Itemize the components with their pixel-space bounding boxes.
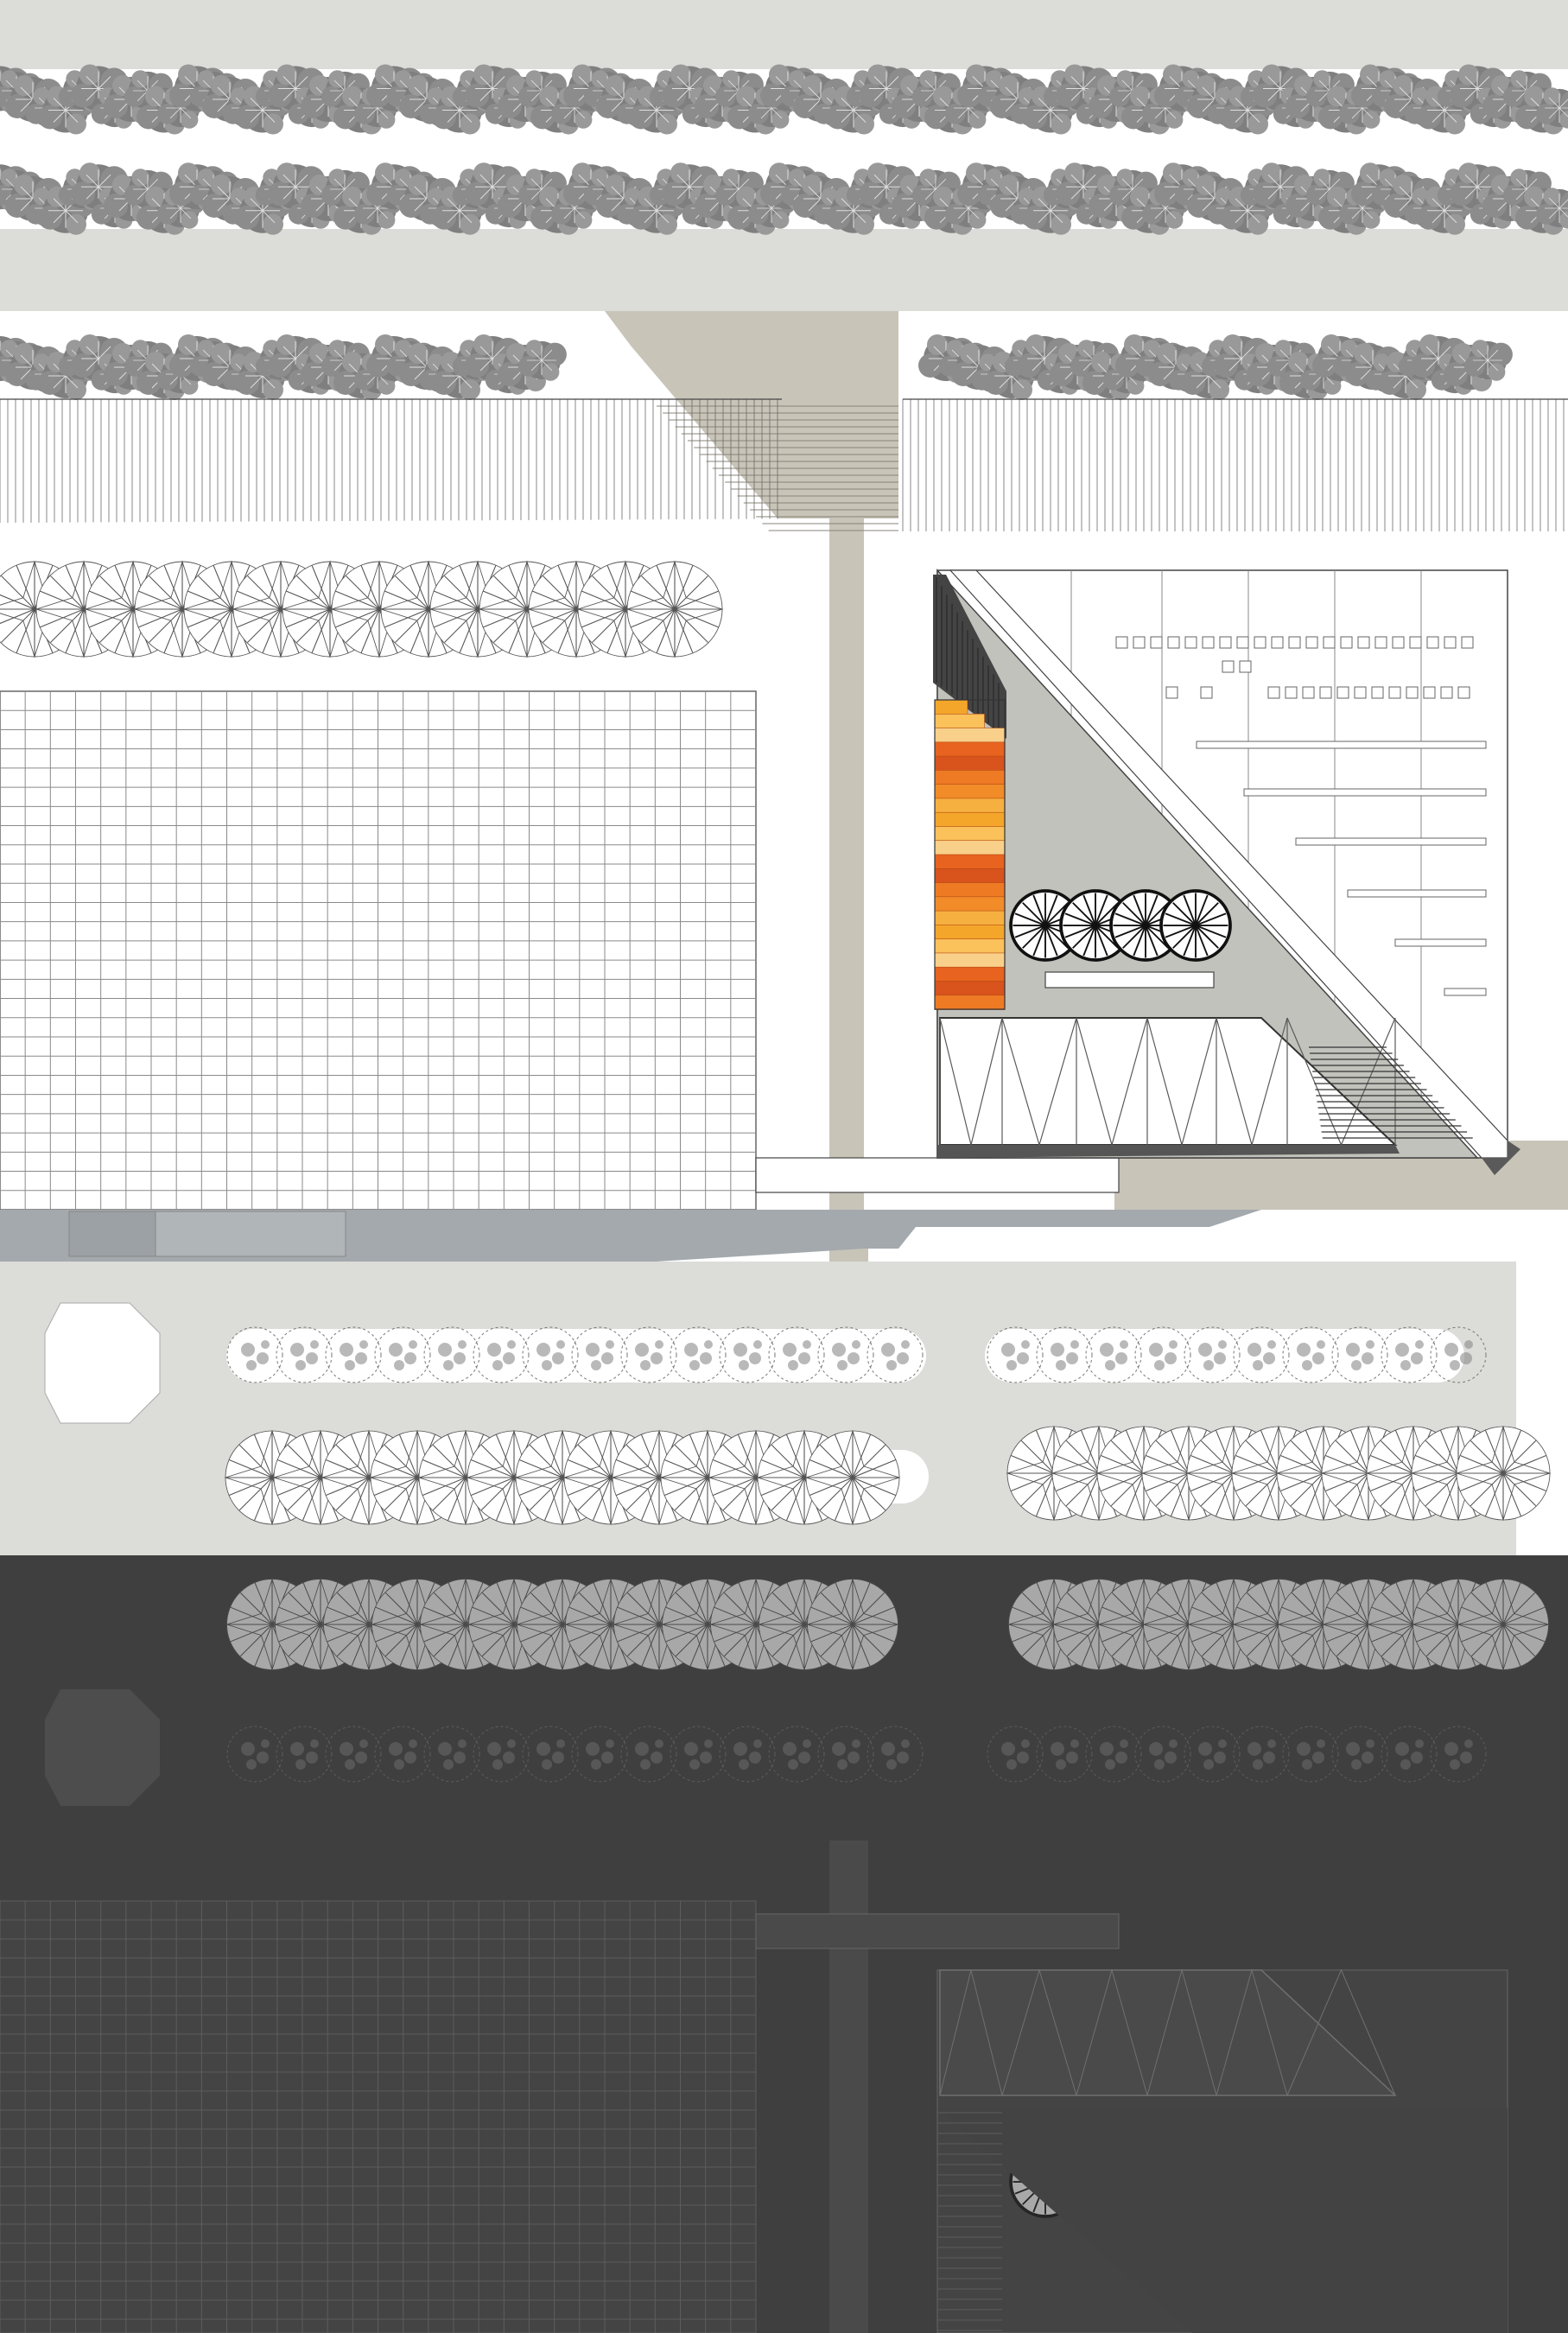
- stripe: [934, 938, 1006, 954]
- window-strip: [1243, 788, 1487, 797]
- window: [1167, 636, 1180, 649]
- window: [1444, 636, 1457, 649]
- fence-left: [0, 398, 782, 523]
- stripe: [934, 741, 1006, 757]
- stripe: [934, 910, 1006, 926]
- window: [1150, 636, 1163, 649]
- window: [1285, 686, 1298, 699]
- round-tree-icon: [1159, 889, 1232, 962]
- stripe: [934, 770, 1006, 785]
- shadow-box-1: [68, 1211, 156, 1257]
- fence-right: [902, 398, 1568, 531]
- stripe: [934, 811, 1006, 828]
- window: [1271, 636, 1284, 649]
- window-strip: [1347, 889, 1487, 898]
- stripe: [934, 826, 1006, 842]
- window: [1423, 686, 1436, 699]
- reflection-content: [0, 1578, 1550, 2333]
- stripe: [934, 995, 1006, 1010]
- stripe: [934, 896, 1006, 912]
- window-strip: [1196, 741, 1487, 749]
- stripe: [934, 925, 1006, 940]
- window: [1202, 636, 1215, 649]
- window-strip: [1394, 938, 1487, 947]
- window: [1219, 636, 1232, 649]
- window: [1388, 686, 1401, 699]
- tree-canopy-icon: [806, 1578, 899, 1671]
- stripe: [934, 728, 1006, 743]
- star-tree-row-top: [0, 561, 723, 658]
- window: [1254, 636, 1266, 649]
- stripe: [934, 868, 1006, 884]
- stripe: [934, 713, 985, 729]
- window: [1374, 636, 1387, 649]
- pavement-slab: [755, 1157, 1120, 1193]
- window: [1288, 636, 1301, 649]
- stripe: [934, 699, 968, 715]
- window: [1165, 686, 1178, 699]
- window: [1409, 636, 1422, 649]
- stripe: [934, 784, 1006, 799]
- fountain: [44, 1302, 161, 1424]
- window: [1340, 636, 1353, 649]
- window: [1184, 636, 1197, 649]
- window: [1354, 686, 1367, 699]
- window: [1426, 636, 1439, 649]
- window: [1305, 636, 1318, 649]
- window: [1239, 660, 1252, 673]
- stripe: [934, 854, 1006, 870]
- stripe: [934, 966, 1006, 982]
- stripe: [934, 755, 1006, 772]
- shadow-box-2: [155, 1211, 346, 1257]
- window: [1336, 686, 1349, 699]
- fountain-reflection: [45, 1689, 160, 1806]
- window: [1392, 636, 1405, 649]
- window: [1115, 636, 1128, 649]
- stripe: [934, 981, 1006, 996]
- courtyard-trees: [1009, 889, 1232, 962]
- stripe: [934, 840, 1006, 855]
- tree-canopy-icon: [626, 561, 723, 658]
- window: [1357, 636, 1370, 649]
- pergola: [937, 1017, 1400, 1158]
- window: [1222, 660, 1235, 673]
- window: [1133, 636, 1146, 649]
- window: [1236, 636, 1249, 649]
- window: [1371, 686, 1384, 699]
- tree-canopy-icon: [805, 1430, 900, 1525]
- stripe: [934, 882, 1006, 898]
- window-strip: [1295, 837, 1487, 846]
- courtyard-bench: [1044, 971, 1215, 989]
- window: [1319, 686, 1332, 699]
- stripe: [934, 798, 1006, 813]
- orange-striped-wall: [934, 699, 1006, 1010]
- window: [1267, 686, 1280, 699]
- star-tree-row-right: [1006, 1426, 1551, 1521]
- louvre-wall: [933, 575, 1006, 739]
- tree-canopy-icon: [1457, 1578, 1550, 1671]
- tree-canopy-icon: [1456, 1426, 1551, 1521]
- window: [1302, 686, 1315, 699]
- window: [1461, 636, 1474, 649]
- window-strip: [1444, 988, 1487, 996]
- paved-plaza: [0, 690, 757, 1211]
- stripe: [934, 952, 1006, 968]
- star-tree-row-left: [225, 1430, 900, 1525]
- courtyard-stairs: [1309, 1046, 1473, 1139]
- window: [1457, 686, 1470, 699]
- triangle-shadow: [1482, 1141, 1520, 1175]
- window: [1440, 686, 1453, 699]
- window: [1200, 686, 1213, 699]
- window: [1323, 636, 1336, 649]
- window: [1406, 686, 1419, 699]
